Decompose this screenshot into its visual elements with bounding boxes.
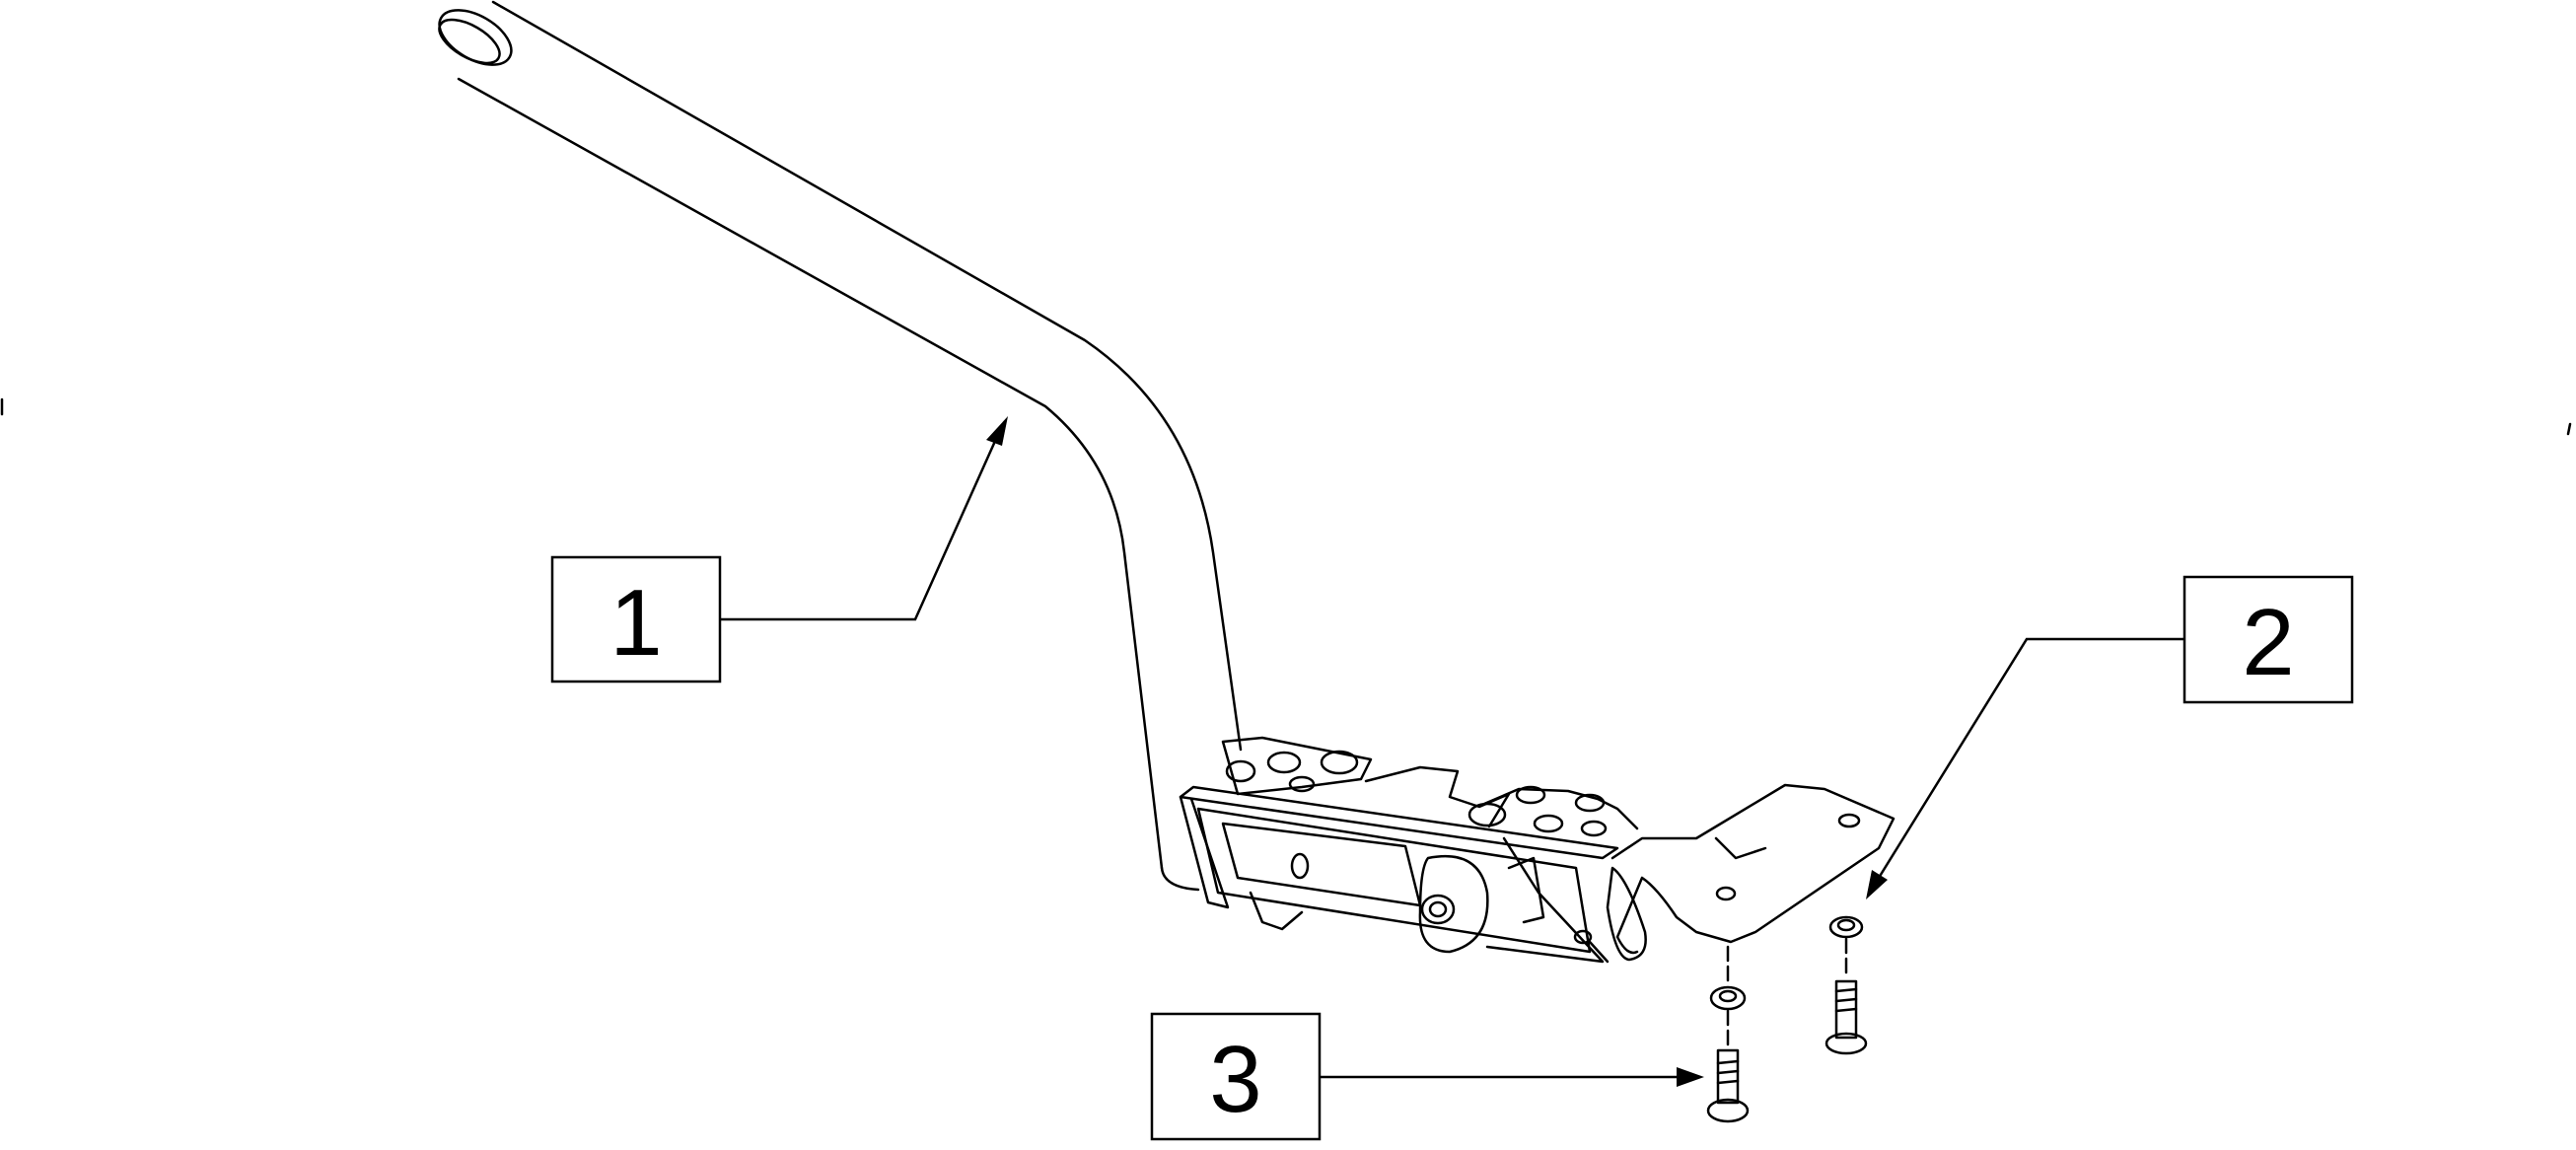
mounting-bracket-assembly <box>1179 736 1896 964</box>
tube-handle-part <box>438 0 1243 892</box>
washer-screw-part-right <box>1825 915 1868 1055</box>
callout-2-label: 2 <box>2242 590 2294 695</box>
callout-3-label: 3 <box>1209 1027 1261 1132</box>
arrowhead-1 <box>986 416 1008 446</box>
arrowhead-2 <box>1866 870 1888 899</box>
callout-3: 3 <box>1150 1012 1704 1141</box>
washer-screw-part-left <box>1706 945 1750 1123</box>
arrowhead-3 <box>1677 1067 1704 1087</box>
callout-2: 2 <box>1866 575 2354 899</box>
edge-mark-right <box>2566 422 2572 436</box>
callout-1: 1 <box>550 416 1008 683</box>
callout-1-label: 1 <box>609 570 662 676</box>
